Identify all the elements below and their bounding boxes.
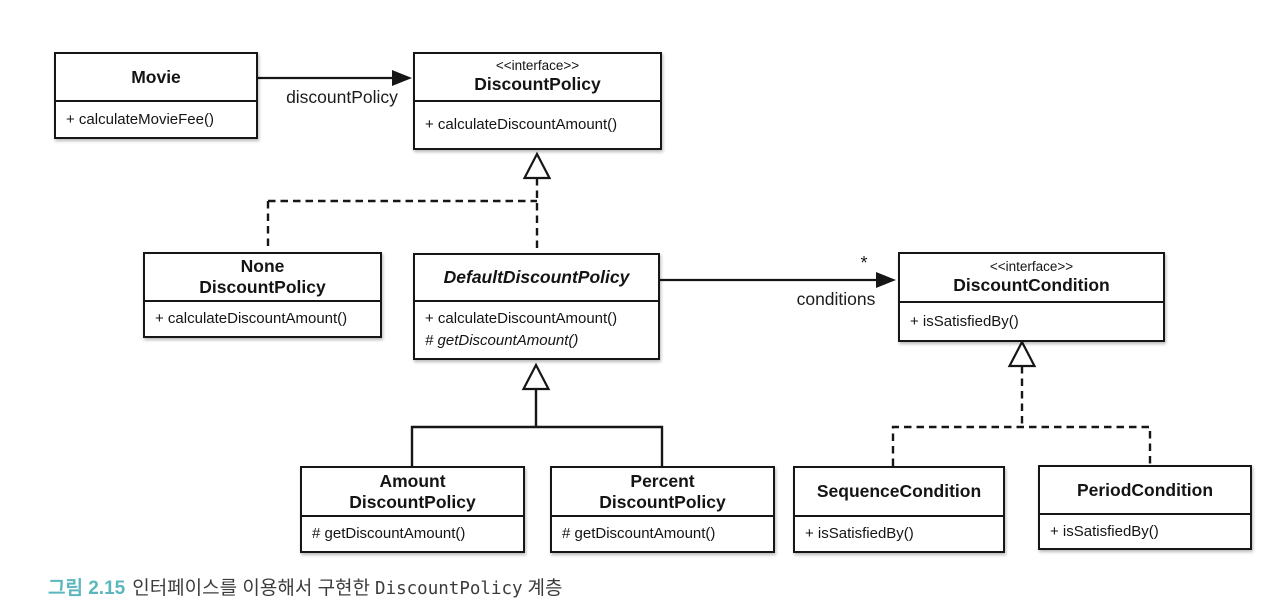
association-multiplicity-star: * <box>860 253 868 273</box>
class-box-movie: Movie + calculateMovieFee() <box>54 52 258 139</box>
class-methods: + calculateDiscountAmount() <box>145 302 380 336</box>
class-methods: + calculateDiscountAmount() <box>415 102 660 148</box>
class-name: DiscountCondition <box>953 274 1110 295</box>
class-name: Amount <box>379 470 446 491</box>
class-name: None <box>240 256 285 277</box>
generalization-to-defaultdiscountpolicy <box>410 362 664 466</box>
arrowhead-icon <box>876 272 896 288</box>
class-method: + calculateDiscountAmount() <box>155 310 348 328</box>
caption-suffix: 계층 <box>527 578 563 599</box>
class-methods: + calculateDiscountAmount() # getDiscoun… <box>415 302 658 358</box>
class-methods: + calculateMovieFee() <box>56 102 256 137</box>
class-header: Amount DiscountPolicy <box>302 468 523 517</box>
hollow-triangle-icon <box>521 362 551 391</box>
hollow-triangle-icon <box>522 151 552 180</box>
class-name: Percent <box>630 470 695 491</box>
class-name: DiscountPolicy <box>199 277 326 297</box>
class-name: DiscountPolicy <box>474 74 601 95</box>
class-header: PeriodCondition <box>1040 467 1250 515</box>
class-method: # getDiscountAmount() <box>312 525 466 543</box>
class-box-periodcondition: PeriodCondition + isSatisfiedBy() <box>1038 465 1252 550</box>
class-method: + calculateMovieFee() <box>66 110 214 128</box>
class-method: + calculateDiscountAmount() <box>425 116 618 134</box>
class-method: + isSatisfiedBy() <box>910 312 1019 330</box>
class-methods: + isSatisfiedBy() <box>795 517 1003 551</box>
realization-to-discountcondition <box>891 339 1152 466</box>
class-method: # getDiscountAmount() <box>425 332 579 349</box>
class-method: + calculateDiscountAmount() <box>425 310 618 328</box>
class-box-discountcondition: <<interface>> DiscountCondition + isSati… <box>898 252 1165 342</box>
figure-number: 그림 2.15 <box>48 578 126 599</box>
class-box-amountdiscountpolicy: Amount DiscountPolicy # getDiscountAmoun… <box>300 466 525 553</box>
class-methods: # getDiscountAmount() <box>552 517 773 551</box>
class-header: DefaultDiscountPolicy <box>415 255 658 302</box>
class-method: # getDiscountAmount() <box>562 525 716 543</box>
class-name: PeriodCondition <box>1076 479 1214 500</box>
class-stereotype: <<interface>> <box>495 58 580 74</box>
class-name: DiscountPolicy <box>599 491 726 512</box>
class-header: None DiscountPolicy <box>145 254 380 302</box>
association-label-discountpolicy: discountPolicy <box>286 87 398 107</box>
class-methods: + isSatisfiedBy() <box>1040 515 1250 548</box>
class-box-discountpolicy: <<interface>> DiscountPolicy + calculate… <box>413 52 662 150</box>
class-box-percentdiscountpolicy: Percent DiscountPolicy # getDiscountAmou… <box>550 466 775 553</box>
class-name: Movie <box>131 66 181 87</box>
class-methods: + isSatisfiedBy() <box>900 303 1163 340</box>
class-header: Movie <box>56 54 256 102</box>
class-header: Percent DiscountPolicy <box>552 468 773 517</box>
caption-code-text: DiscountPolicy <box>375 579 523 599</box>
class-methods: # getDiscountAmount() <box>302 517 523 551</box>
association-default-discountcondition <box>660 272 896 288</box>
association-movie-discountpolicy <box>258 70 412 86</box>
class-header: SequenceCondition <box>795 468 1003 517</box>
class-method: + isSatisfiedBy() <box>805 525 914 543</box>
class-name: DiscountPolicy <box>349 491 476 512</box>
class-name: SequenceCondition <box>816 481 982 502</box>
hollow-triangle-icon <box>1007 339 1037 368</box>
association-label-conditions: conditions <box>796 289 876 309</box>
class-box-nonediscountpolicy: None DiscountPolicy + calculateDiscountA… <box>143 252 382 338</box>
realization-to-discountpolicy <box>266 151 552 252</box>
class-method: + isSatisfiedBy() <box>1050 522 1159 540</box>
arrowhead-icon <box>392 70 412 86</box>
class-stereotype: <<interface>> <box>989 258 1074 274</box>
class-box-sequencecondition: SequenceCondition + isSatisfiedBy() <box>793 466 1005 553</box>
class-box-defaultdiscountpolicy: DefaultDiscountPolicy + calculateDiscoun… <box>413 253 660 360</box>
caption-text: 인터페이스를 이용해서 구현한 <box>132 578 371 599</box>
class-header: <<interface>> DiscountCondition <box>900 254 1163 303</box>
class-header: <<interface>> DiscountPolicy <box>415 54 660 102</box>
class-name: DefaultDiscountPolicy <box>443 267 630 288</box>
